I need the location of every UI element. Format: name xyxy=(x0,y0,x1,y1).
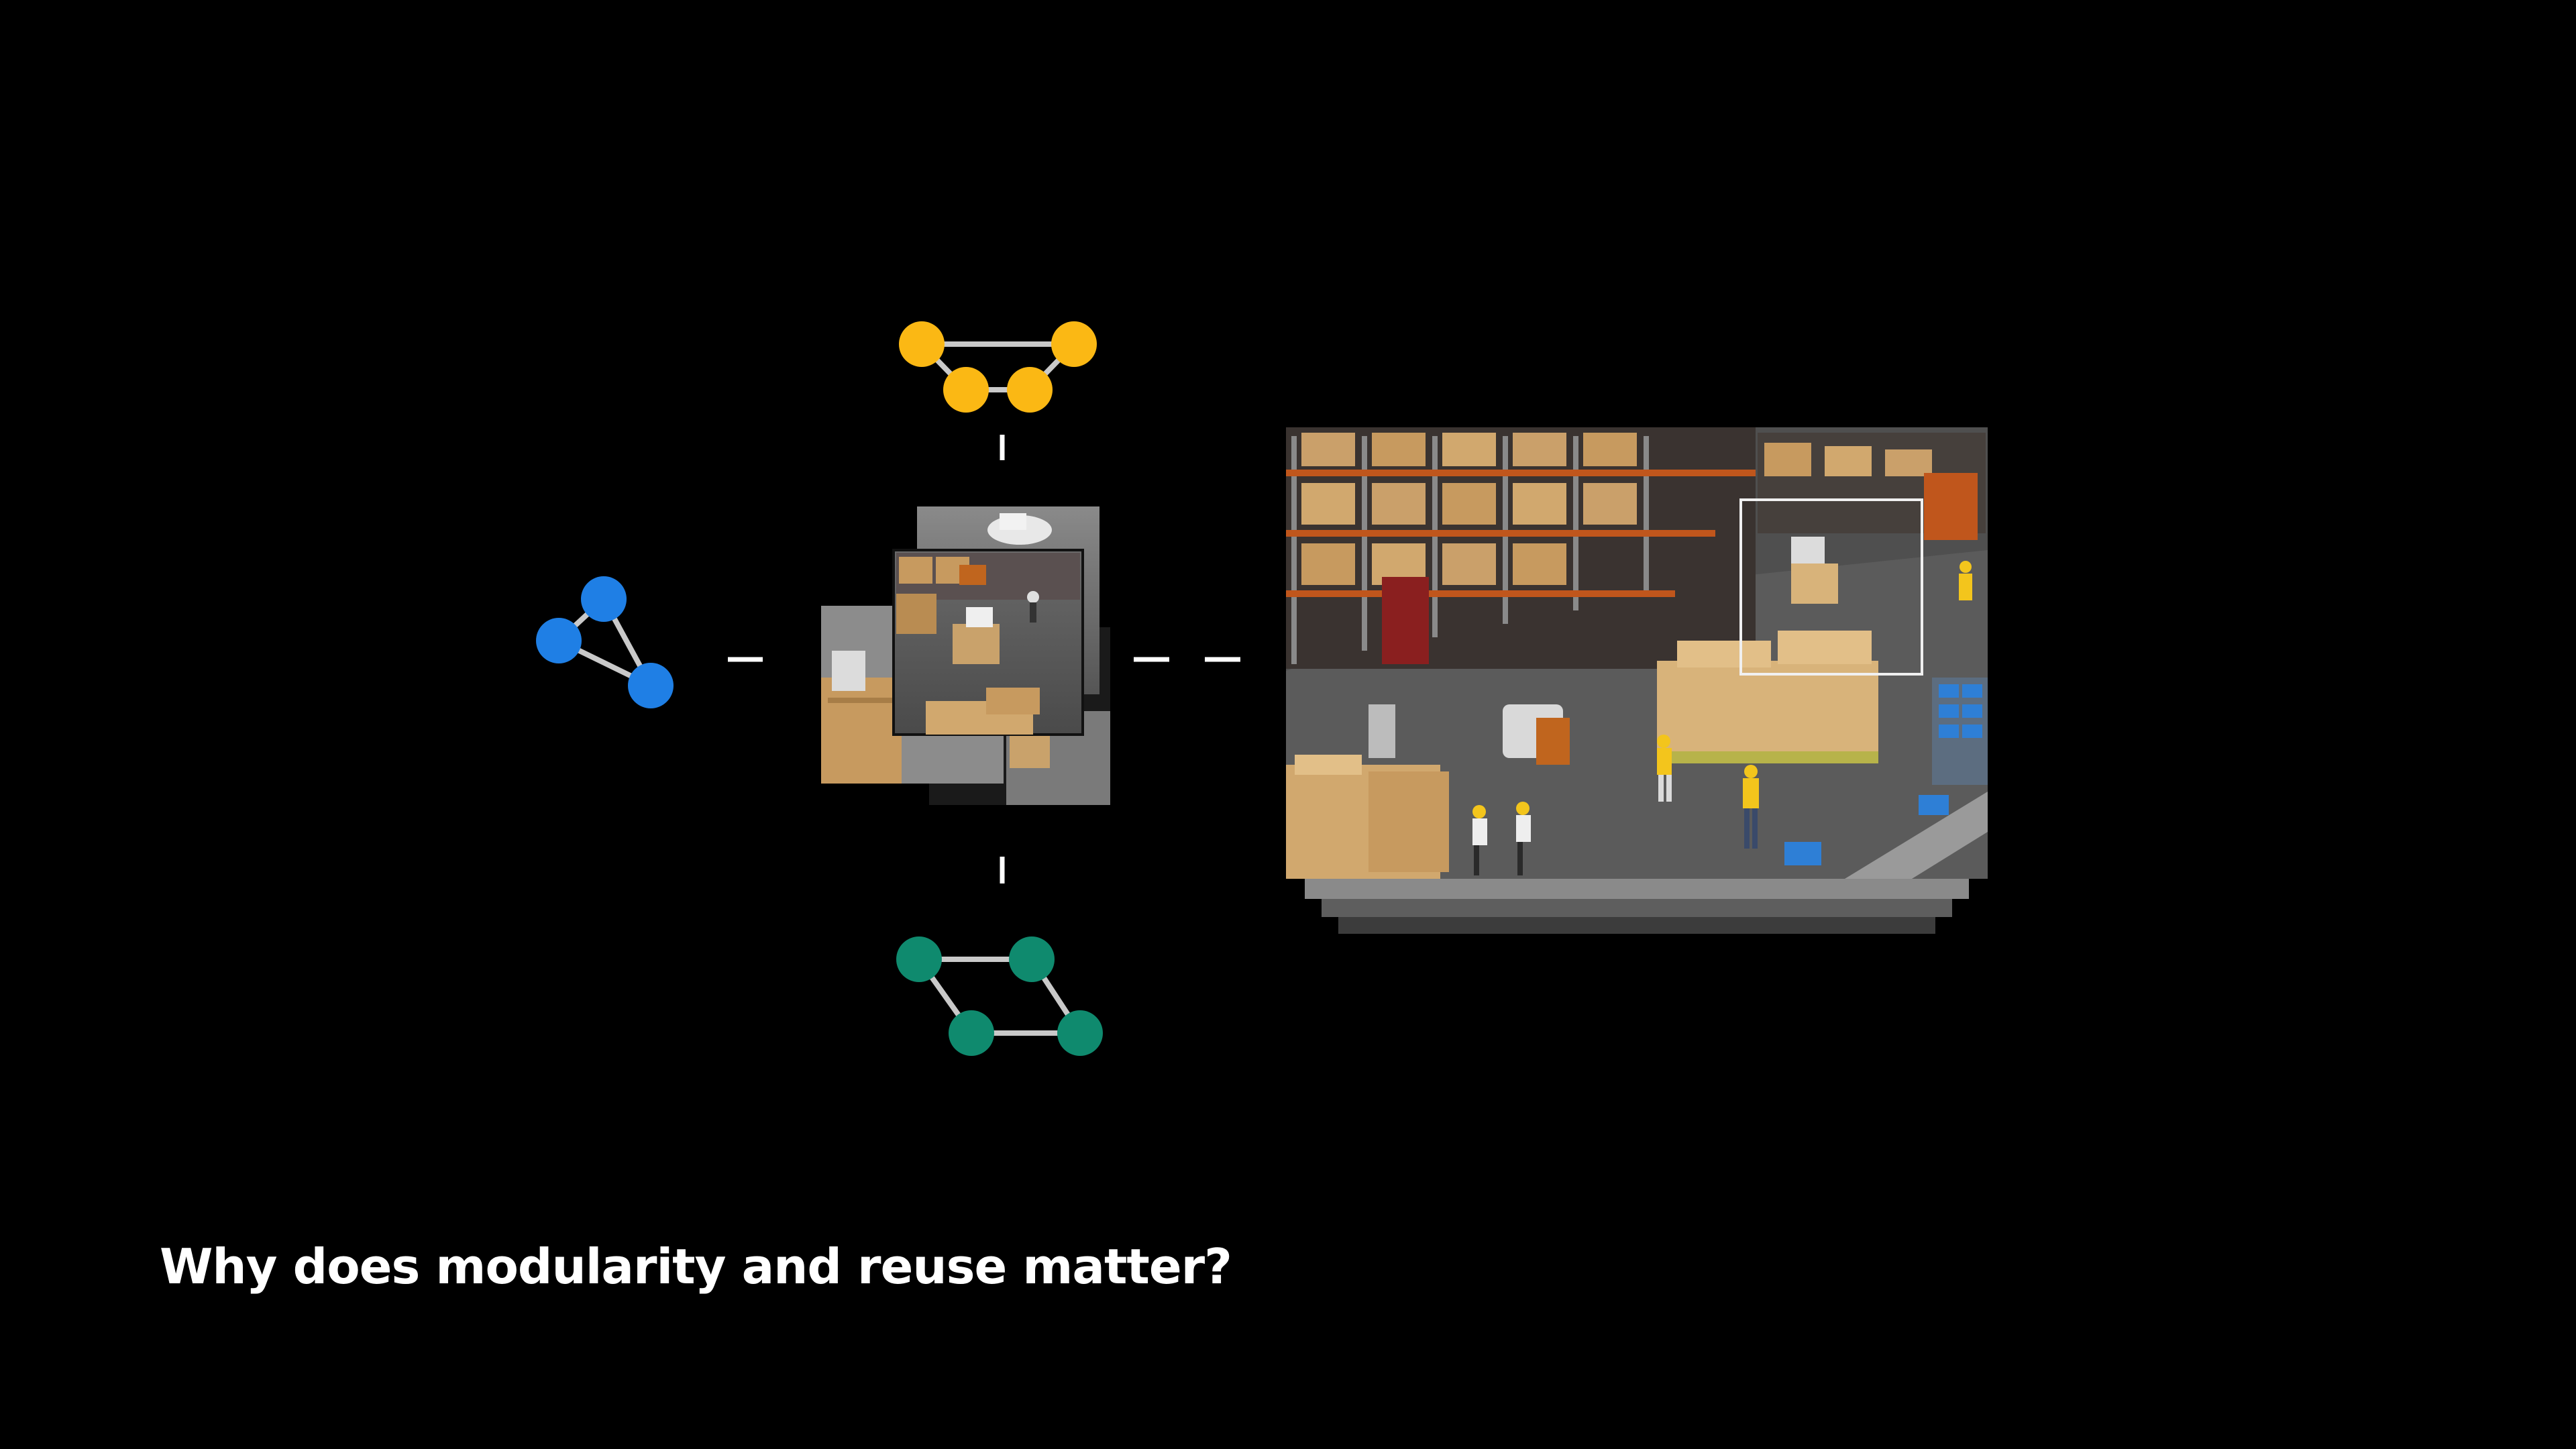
highlight-box xyxy=(1739,498,1923,676)
graph-node xyxy=(536,618,582,663)
workers xyxy=(1472,561,1972,875)
graph-node xyxy=(899,321,945,367)
graph-node xyxy=(1057,1010,1103,1056)
green-parallelogram-graph xyxy=(896,936,1103,1056)
graph-node xyxy=(943,367,989,413)
graph-node xyxy=(1007,367,1053,413)
pallet-stacks xyxy=(1286,631,1878,879)
graph-node xyxy=(1051,321,1097,367)
conveyor xyxy=(1784,678,1988,879)
blue-triangle-graph xyxy=(536,576,674,708)
robots xyxy=(1368,473,1978,765)
slide-caption: Why does modularity and reuse matter? xyxy=(160,1238,1232,1295)
pedestal-middle xyxy=(1322,896,1952,917)
dashed-connectors xyxy=(728,435,1240,883)
graph-node xyxy=(581,576,627,622)
graph-node xyxy=(628,663,674,708)
warehouse-scene-render xyxy=(1286,427,1988,934)
stacked-warehouse-thumbnails xyxy=(821,506,1110,805)
yellow-trapezoid-graph xyxy=(899,321,1097,413)
graph-node xyxy=(896,936,942,982)
graph-node xyxy=(1009,936,1055,982)
graph-node xyxy=(949,1010,994,1056)
pedestal-top xyxy=(1305,879,1969,899)
